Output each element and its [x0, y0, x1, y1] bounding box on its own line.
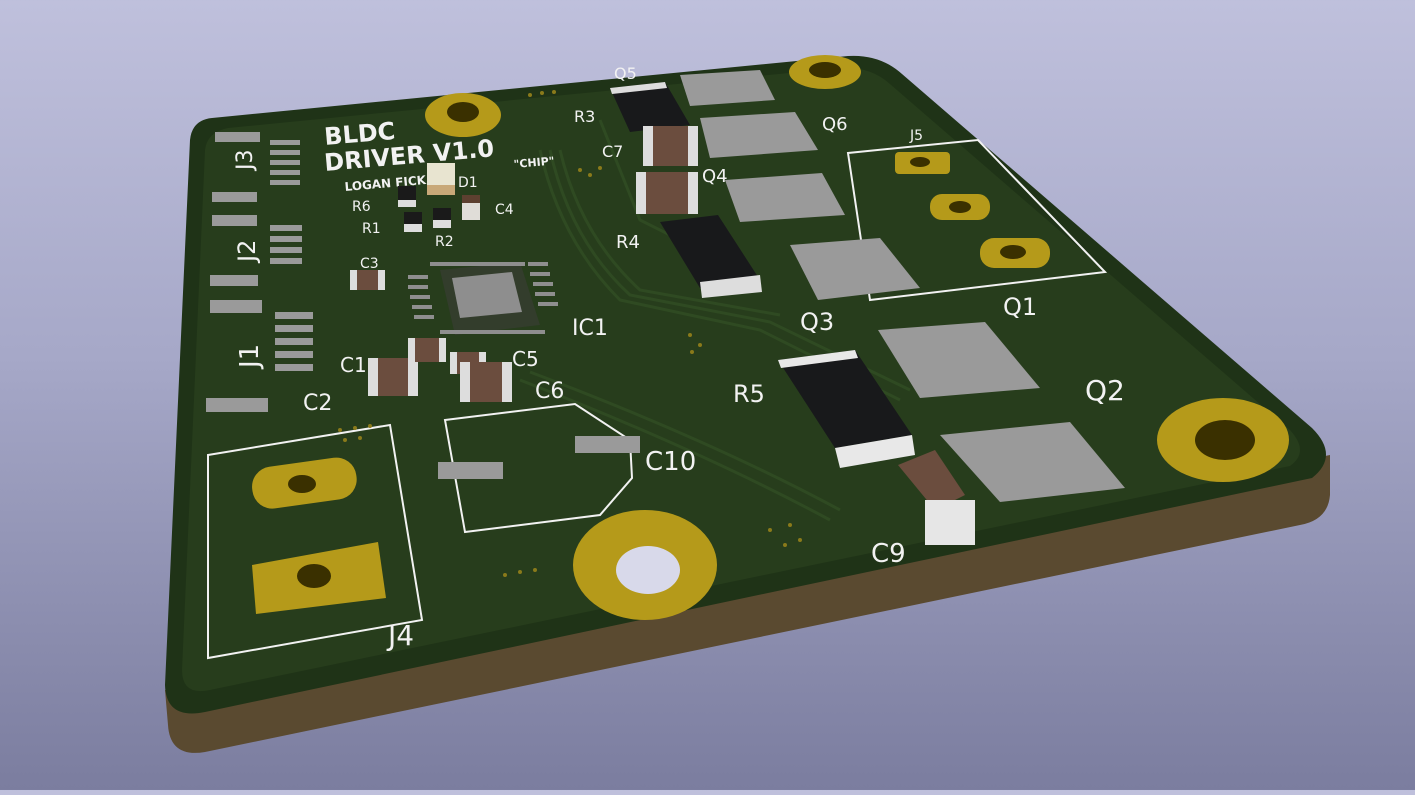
mosfet-q5	[680, 70, 775, 106]
mosfet-q2	[940, 422, 1125, 502]
label-c7: C7	[602, 142, 623, 161]
label-q1: Q1	[1003, 293, 1037, 321]
label-r3: R3	[574, 107, 595, 126]
mosfet-q4	[725, 173, 845, 222]
label-c6: C6	[535, 379, 564, 404]
resistor-r2	[433, 208, 451, 228]
label-q4: Q4	[702, 166, 728, 187]
label-q2: Q2	[1085, 374, 1125, 407]
mounting-hole	[425, 93, 501, 137]
label-q6: Q6	[822, 114, 848, 135]
c10-pad	[575, 436, 640, 453]
resistor-r3	[610, 82, 690, 132]
board-nickname: "CHIP"	[513, 154, 555, 171]
label-r6: R6	[352, 199, 371, 215]
mosfet-q3	[790, 238, 920, 300]
label-j4: J4	[386, 619, 414, 652]
label-c9: C9	[871, 539, 906, 569]
capacitor-c9	[898, 450, 975, 545]
connector-j1	[206, 300, 313, 412]
led-d1	[427, 163, 455, 195]
label-j3: J3	[233, 150, 258, 173]
ic1-qfn	[408, 262, 558, 335]
label-q5: Q5	[614, 64, 637, 83]
capacitor-c6	[460, 362, 512, 402]
label-j1: J1	[235, 344, 265, 370]
connector-j2	[210, 215, 302, 286]
board-title-line1: BLDC	[323, 117, 396, 151]
label-c3: C3	[360, 256, 379, 272]
traces	[519, 119, 911, 522]
capacitor-c4	[462, 195, 480, 220]
label-j2: J2	[233, 240, 261, 264]
capacitor-small	[408, 338, 446, 362]
mounting-hole	[1157, 398, 1289, 482]
mounting-hole	[789, 55, 861, 89]
label-c5: C5	[512, 347, 539, 371]
label-ic1: IC1	[572, 316, 608, 341]
mosfet-q1	[878, 322, 1040, 398]
label-c4: C4	[495, 202, 514, 218]
label-c2: C2	[303, 391, 332, 416]
label-c10: C10	[645, 447, 696, 477]
capacitor-c3	[350, 270, 385, 290]
capacitor-c7	[643, 126, 698, 166]
label-r4: R4	[616, 232, 640, 253]
capacitor-q4-adjacent	[636, 172, 698, 214]
vias	[338, 90, 802, 577]
label-r5: R5	[733, 380, 765, 408]
label-r2: R2	[435, 234, 454, 250]
mounting-hole	[573, 510, 717, 620]
mosfet-q6	[700, 112, 818, 158]
resistor-r5	[778, 350, 915, 468]
resistor-r6	[398, 186, 416, 207]
resistor-r4	[660, 215, 762, 298]
capacitor-c1	[368, 358, 418, 396]
connector-j3	[212, 132, 300, 202]
copper-pour	[182, 67, 1300, 692]
capacitor-c10-footprint	[443, 402, 634, 534]
label-j5: J5	[909, 128, 923, 144]
label-r1: R1	[362, 221, 381, 237]
label-d1: D1	[458, 175, 478, 191]
label-c1: C1	[340, 353, 367, 377]
c10-pad	[438, 462, 503, 479]
label-q3: Q3	[800, 308, 834, 336]
resistor-r1	[404, 212, 422, 232]
connector-j4	[207, 423, 424, 660]
